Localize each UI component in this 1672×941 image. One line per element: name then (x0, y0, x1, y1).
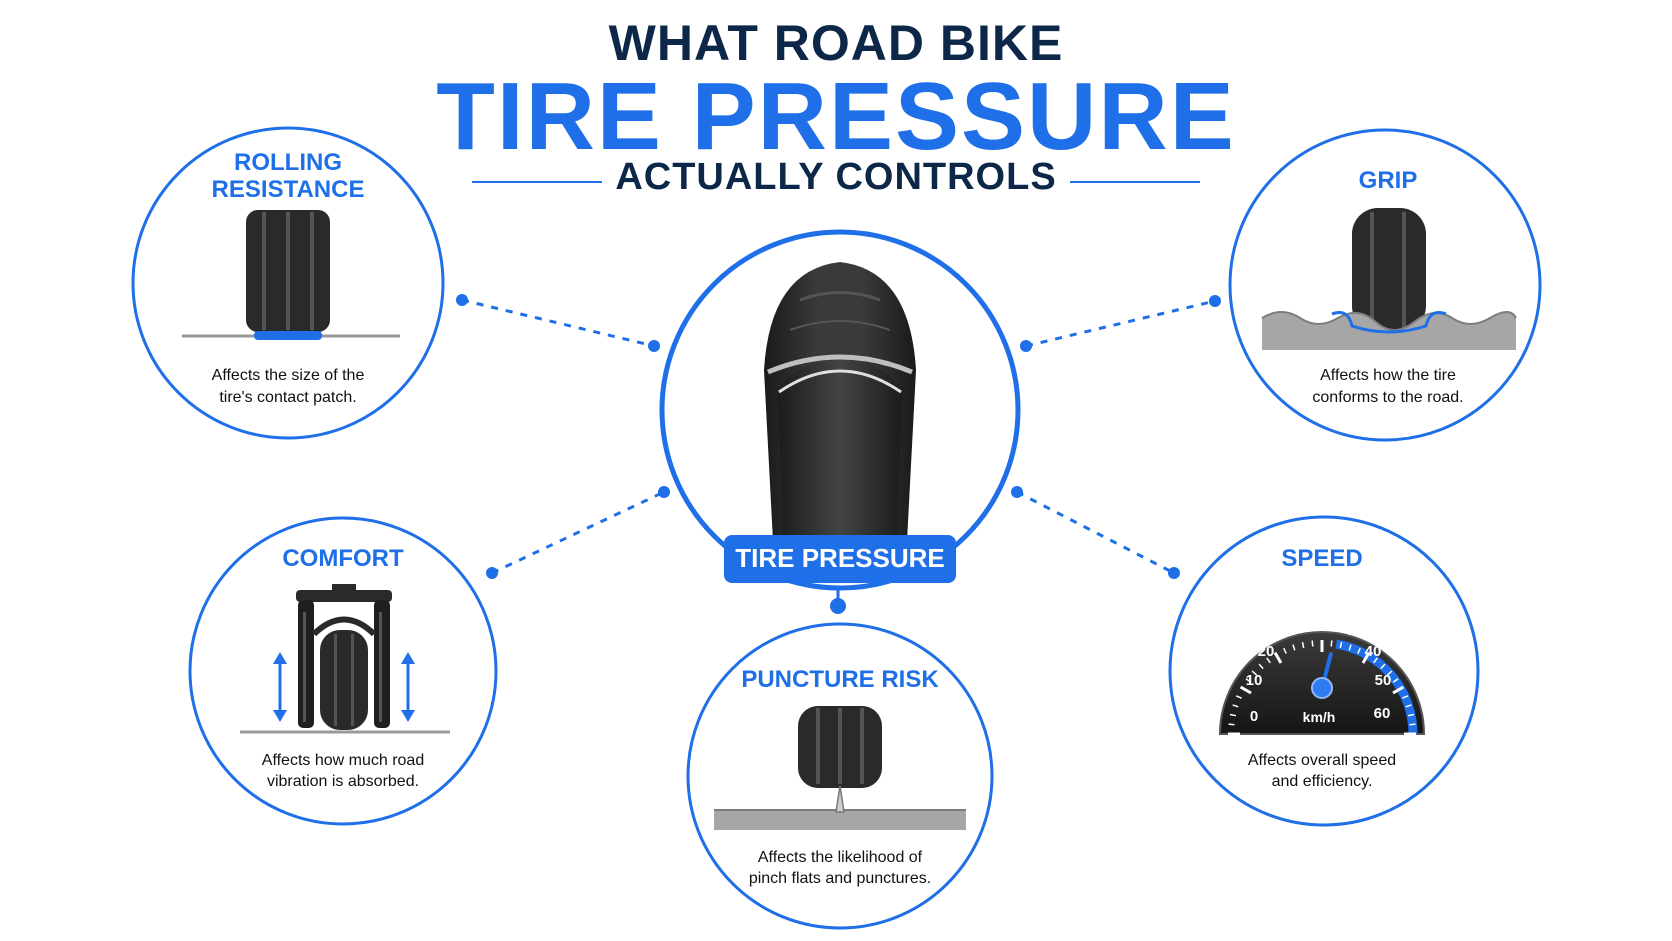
center-label-pill (724, 535, 956, 583)
connector-dot (648, 340, 660, 352)
rolling-desc-1: Affects the size of the (212, 367, 365, 384)
gauge-tick (1373, 657, 1378, 664)
gauge-tick (1330, 640, 1333, 647)
tire-on-rough-road-icon (1261, 208, 1517, 350)
node-comfort: COMFORT Affects how much ro (188, 516, 498, 826)
tick-label-60: 60 (1374, 705, 1391, 722)
title-main: TIRE PRESSURE (436, 63, 1236, 170)
gauge-tick (1245, 678, 1252, 683)
grip-desc-1: Affects how the tire (1320, 367, 1456, 384)
grip-title: GRIP (1359, 167, 1418, 194)
gauge-tick (1232, 704, 1239, 708)
gauge-hub (1311, 677, 1333, 699)
speed-arc-accent (1335, 639, 1418, 735)
title-rule-left (472, 181, 602, 183)
node-rolling-resistance: ROLLING RESISTANCE Affects the size of t… (131, 126, 445, 440)
gauge-tick (1407, 713, 1415, 717)
node-puncture-risk: PUNCTURE RISK Affects the likelihood of … (686, 622, 994, 930)
center-label: TIRE PRESSURE (735, 543, 945, 573)
center-node: TIRE PRESSURE (659, 229, 1021, 591)
rolling-title-2: RESISTANCE (212, 176, 365, 203)
speed-unit: km/h (1303, 709, 1336, 725)
gauge-tick (1361, 651, 1371, 664)
gauge-tick (1266, 657, 1271, 664)
speedometer-icon: 0 10 20 20 30 40 40 50 60 km/h (1218, 616, 1426, 736)
connector-dot (1011, 486, 1023, 498)
rolling-title-1: ROLLING (234, 149, 342, 176)
tick-label-40-outer: 40 (1365, 643, 1382, 660)
tick-label-20-inner: 20 (1281, 622, 1298, 639)
connector-dot (1168, 567, 1180, 579)
gauge-tick (1235, 695, 1242, 699)
connector-dot (658, 486, 670, 498)
gauge-tick (1251, 670, 1258, 676)
grip-desc-2: conforms to the road. (1312, 389, 1463, 406)
connector-dot (1209, 295, 1221, 307)
connector-speed (1016, 490, 1175, 575)
connector-dot (486, 567, 498, 579)
gauge-tick (1405, 704, 1412, 708)
comfort-title: COMFORT (282, 545, 404, 572)
gauge-tick (1292, 644, 1296, 651)
tire-contact-patch-icon (182, 210, 400, 340)
node-grip: GRIP Affects how the tire conforms to th… (1228, 128, 1542, 442)
node-speed: SPEED 0 10 20 20 30 40 40 50 60 km/h Aff… (1168, 515, 1480, 827)
gauge-tick (1228, 723, 1235, 726)
gauge-tick (1348, 644, 1352, 651)
tick-label-20-outer: 20 (1258, 643, 1275, 660)
suspension-fork-icon (240, 584, 450, 734)
gauge-ticks (1228, 640, 1416, 736)
gauge-tick (1392, 678, 1399, 683)
tick-label-30: 30 (1313, 616, 1330, 633)
tick-label-40-inner: 40 (1344, 622, 1361, 639)
gauge-tick (1409, 723, 1416, 726)
gauge-tick (1402, 695, 1409, 699)
gauge-tick (1301, 641, 1305, 649)
connector-comfort (491, 490, 665, 575)
comfort-desc-1: Affects how much road (262, 752, 424, 769)
speed-desc-2: and efficiency. (1272, 773, 1373, 790)
tick-label-50: 50 (1375, 672, 1392, 689)
comfort-desc-2: vibration is absorbed. (267, 773, 419, 790)
speed-desc-1: Affects overall speed (1248, 752, 1396, 769)
title-line-3: ACTUALLY CONTROLS (615, 156, 1057, 198)
gauge-tick (1229, 713, 1237, 717)
connector-rolling (461, 298, 655, 348)
gauge-tick (1380, 663, 1386, 670)
gauge-tick (1239, 685, 1252, 695)
gauge-tick (1386, 670, 1393, 676)
tick-label-0: 0 (1250, 708, 1258, 725)
title-line-1: WHAT ROAD BIKE (608, 15, 1064, 71)
gauge-tick (1392, 685, 1405, 695)
title-rule-right (1070, 181, 1200, 183)
rolling-desc-2: tire's contact patch. (219, 389, 356, 406)
puncture-title: PUNCTURE RISK (741, 666, 939, 693)
gauge-tick (1273, 651, 1283, 664)
nail-icon (835, 785, 845, 813)
connector-dot (456, 294, 468, 306)
connector-grip (1025, 299, 1216, 348)
puncture-desc-2: pinch flats and punctures. (749, 870, 931, 887)
gauge-tick (1339, 641, 1343, 649)
connector-dot (830, 598, 846, 614)
tire-puncture-icon (714, 706, 966, 830)
connector-dot (1020, 340, 1032, 352)
gauge-tick (1357, 647, 1361, 654)
gauge-tick (1258, 663, 1264, 670)
speed-title: SPEED (1281, 545, 1362, 572)
gauge-tick (1283, 647, 1287, 654)
puncture-desc-1: Affects the likelihood of (758, 849, 923, 866)
gauge-tick (1311, 640, 1314, 647)
tick-label-10: 10 (1246, 672, 1263, 689)
